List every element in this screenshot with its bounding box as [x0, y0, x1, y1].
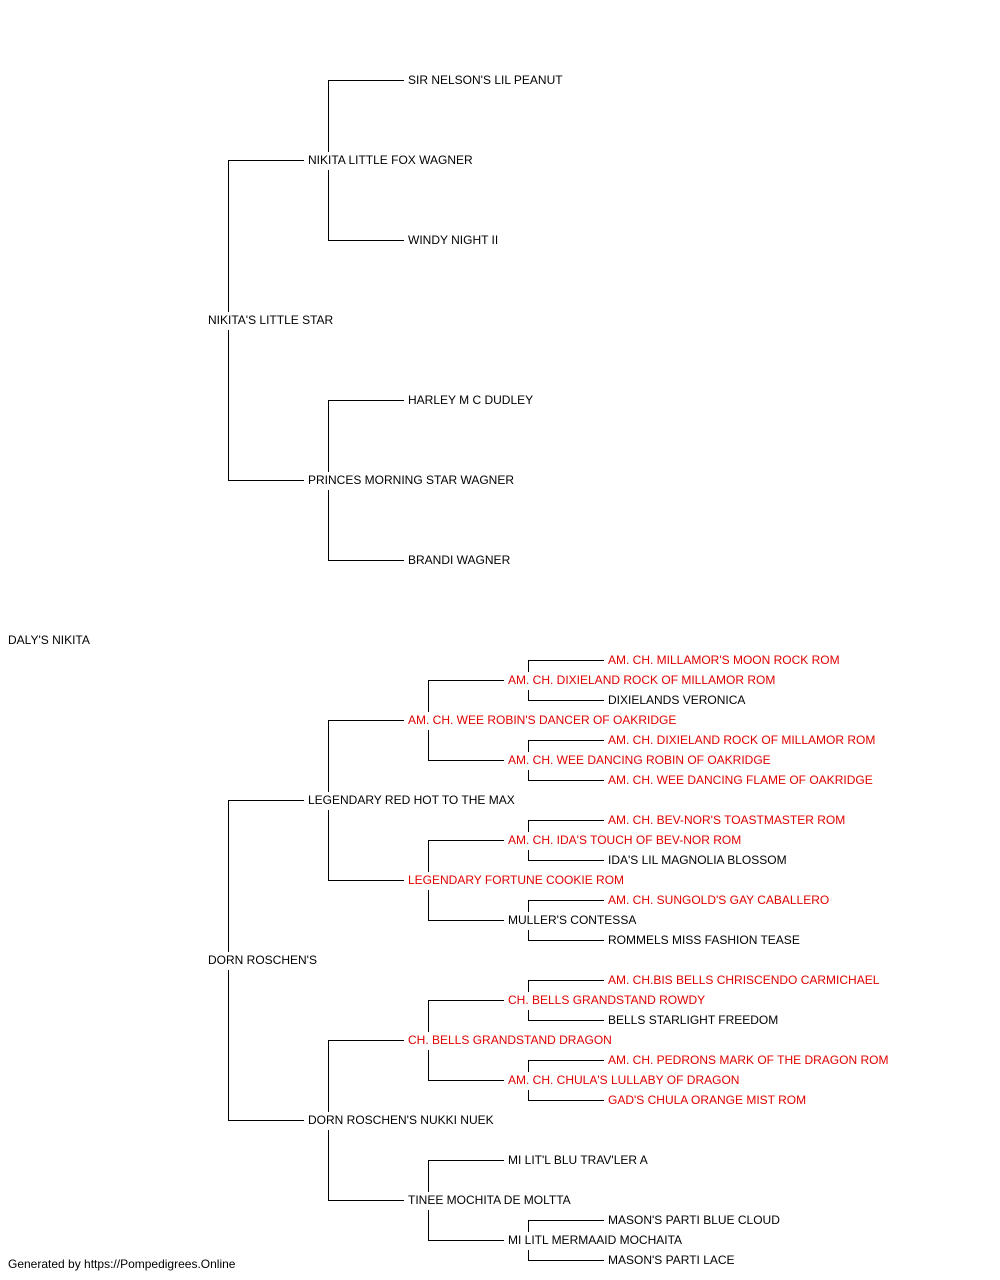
dog-name-nikita-s-little-star: NIKITA'S LITTLE STAR — [208, 313, 334, 327]
dog-name-am-ch-wee-robin-s-dancer-of-oakridge: AM. CH. WEE ROBIN'S DANCER OF OAKRIDGE — [408, 713, 676, 727]
dog-name-am-ch-dixieland-rock-of-millamor-rom: AM. CH. DIXIELAND ROCK OF MILLAMOR ROM — [608, 733, 875, 747]
dog-name-mi-lit-l-blu-trav-ler-a: MI LIT'L BLU TRAV'LER A — [508, 1153, 648, 1167]
dog-name-am-ch-dixieland-rock-of-millamor-rom: AM. CH. DIXIELAND ROCK OF MILLAMOR ROM — [508, 673, 775, 687]
dog-name-legendary-red-hot-to-the-max: LEGENDARY RED HOT TO THE MAX — [308, 793, 515, 807]
dog-name-ida-s-lil-magnolia-blossom: IDA'S LIL MAGNOLIA BLOSSOM — [608, 853, 787, 867]
dog-name-dixielands-veronica: DIXIELANDS VERONICA — [608, 693, 745, 707]
dog-name-bells-starlight-freedom: BELLS STARLIGHT FREEDOM — [608, 1013, 778, 1027]
dog-name-sir-nelson-s-lil-peanut: SIR NELSON'S LIL PEANUT — [408, 73, 563, 87]
dog-name-am-ch-chula-s-lullaby-of-dragon: AM. CH. CHULA'S LULLABY OF DRAGON — [508, 1073, 739, 1087]
dog-name-am-ch-wee-dancing-robin-of-oakridge: AM. CH. WEE DANCING ROBIN OF OAKRIDGE — [508, 753, 771, 767]
dog-name-ch-bells-grandstand-dragon: CH. BELLS GRANDSTAND DRAGON — [408, 1033, 612, 1047]
dog-name-rommels-miss-fashion-tease: ROMMELS MISS FASHION TEASE — [608, 933, 800, 947]
dog-name-ch-bells-grandstand-rowdy: CH. BELLS GRANDSTAND ROWDY — [508, 993, 705, 1007]
footer-credit: Generated by https://Pompedigrees.Online — [8, 1257, 236, 1271]
dog-name-nikita-little-fox-wagner: NIKITA LITTLE FOX WAGNER — [308, 153, 473, 167]
dog-name-brandi-wagner: BRANDI WAGNER — [408, 553, 511, 567]
dog-name-am-ch-sungold-s-gay-caballero: AM. CH. SUNGOLD'S GAY CABALLERO — [608, 893, 829, 907]
dog-name-am-ch-ida-s-touch-of-bev-nor-rom: AM. CH. IDA'S TOUCH OF BEV-NOR ROM — [508, 833, 741, 847]
dog-name-dorn-roschen-s: DORN ROSCHEN'S — [208, 953, 317, 967]
dog-name-daly-s-nikita: DALY'S NIKITA — [8, 633, 90, 647]
dog-name-am-ch-pedrons-mark-of-the-dragon-rom: AM. CH. PEDRONS MARK OF THE DRAGON ROM — [608, 1053, 888, 1067]
dog-name-am-ch-bis-bells-chriscendo-carmichael: AM. CH.BIS BELLS CHRISCENDO CARMICHAEL — [608, 973, 880, 987]
dog-name-muller-s-contessa: MULLER'S CONTESSA — [508, 913, 636, 927]
dog-name-mason-s-parti-blue-cloud: MASON'S PARTI BLUE CLOUD — [608, 1213, 780, 1227]
dog-name-windy-night-ii: WINDY NIGHT II — [408, 233, 498, 247]
dog-name-princes-morning-star-wagner: PRINCES MORNING STAR WAGNER — [308, 473, 514, 487]
dog-name-am-ch-millamor-s-moon-rock-rom: AM. CH. MILLAMOR'S MOON ROCK ROM — [608, 653, 840, 667]
dog-name-tinee-mochita-de-moltta: TINEE MOCHITA DE MOLTTA — [408, 1193, 571, 1207]
dog-name-mi-litl-mermaaid-mochaita: MI LITL MERMAAID MOCHAITA — [508, 1233, 682, 1247]
dog-name-dorn-roschen-s-nukki-nuek: DORN ROSCHEN'S NUKKI NUEK — [308, 1113, 494, 1127]
dog-name-am-ch-bev-nor-s-toastmaster-rom: AM. CH. BEV-NOR'S TOASTMASTER ROM — [608, 813, 845, 827]
dog-name-harley-m-c-dudley: HARLEY M C DUDLEY — [408, 393, 533, 407]
dog-name-am-ch-wee-dancing-flame-of-oakridge: AM. CH. WEE DANCING FLAME OF OAKRIDGE — [608, 773, 873, 787]
dog-name-mason-s-parti-lace: MASON'S PARTI LACE — [608, 1253, 735, 1267]
dog-name-gad-s-chula-orange-mist-rom: GAD'S CHULA ORANGE MIST ROM — [608, 1093, 806, 1107]
dog-name-legendary-fortune-cookie-rom: LEGENDARY FORTUNE COOKIE ROM — [408, 873, 624, 887]
